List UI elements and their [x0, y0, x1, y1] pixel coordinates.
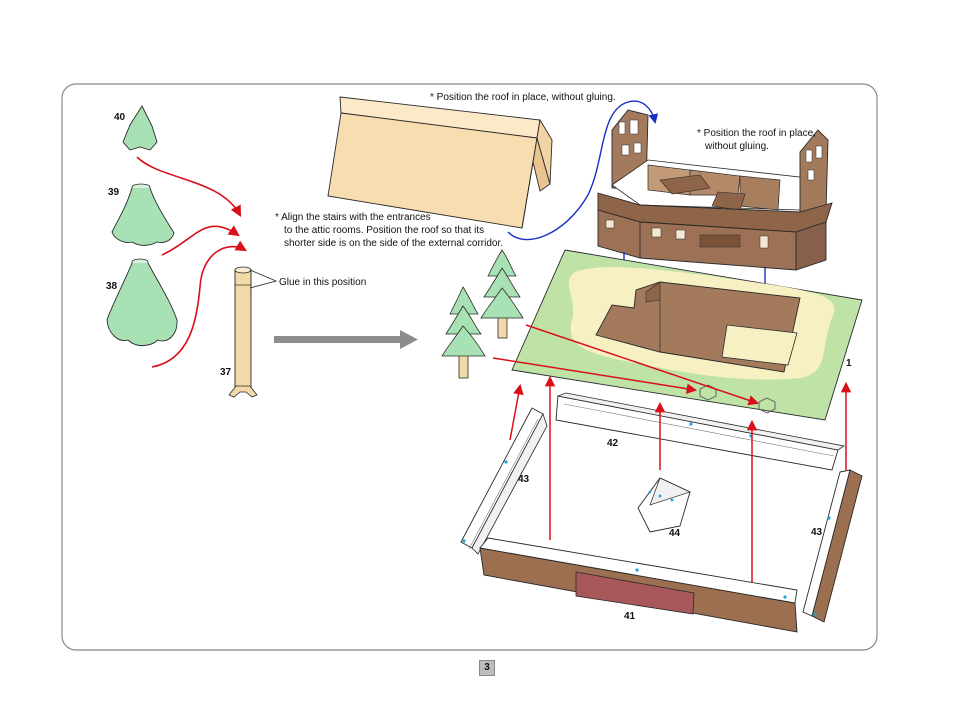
glue-callout-lines	[249, 269, 278, 289]
stairs-note-line2: to the attic rooms. Position the roof so…	[284, 225, 484, 236]
tree-part-39	[111, 183, 175, 246]
assembled-tree-left	[441, 286, 486, 379]
corner-part-44	[637, 477, 691, 533]
wall-part-42	[555, 392, 846, 471]
roof-part	[327, 96, 553, 229]
gray-direction-arrow	[274, 330, 418, 349]
wall-part-43-right	[802, 469, 863, 623]
glue-note: Glue in this position	[279, 277, 366, 288]
trunk-part-37	[228, 266, 258, 398]
wall-part-41	[479, 537, 798, 633]
arrow-39-to-trunk	[161, 225, 240, 256]
part-number-43-left: 43	[518, 474, 530, 485]
house-model	[597, 109, 833, 271]
base-plate-part-1	[511, 249, 863, 421]
stairs-note-line1: * Align the stairs with the entrances	[275, 212, 431, 223]
stairs-note-line3: shorter side is on the side of the exter…	[284, 238, 503, 249]
roof-note-right-line1: * Position the roof in place,	[697, 128, 816, 139]
part-number-43-right: 43	[811, 527, 823, 538]
arrow-43-left-up	[509, 383, 524, 441]
part-number-39: 39	[108, 187, 120, 198]
roof-note-right-line2: without gluing.	[704, 141, 769, 152]
part-number-38: 38	[106, 281, 118, 292]
part-number-44: 44	[669, 528, 681, 539]
wall-part-43-left	[460, 407, 548, 555]
arrow-40-to-trunk	[136, 156, 242, 217]
page-number: 3	[479, 660, 495, 676]
arrow-roof-to-house	[507, 100, 659, 241]
arrow-38-to-trunk	[151, 240, 247, 368]
part-number-1: 1	[846, 358, 852, 369]
part-number-41: 41	[624, 611, 636, 622]
part-number-40: 40	[114, 112, 126, 123]
tree-part-38	[106, 258, 178, 347]
roof-note-top: * Position the roof in place, without gl…	[430, 92, 616, 103]
arrow-tree-to-marker-1	[492, 357, 698, 394]
part-number-37: 37	[220, 367, 232, 378]
part-number-42: 42	[607, 438, 619, 449]
assembled-tree-right	[480, 249, 524, 339]
arrow-tree-to-marker-2	[525, 324, 759, 406]
tree-part-40	[122, 105, 158, 151]
